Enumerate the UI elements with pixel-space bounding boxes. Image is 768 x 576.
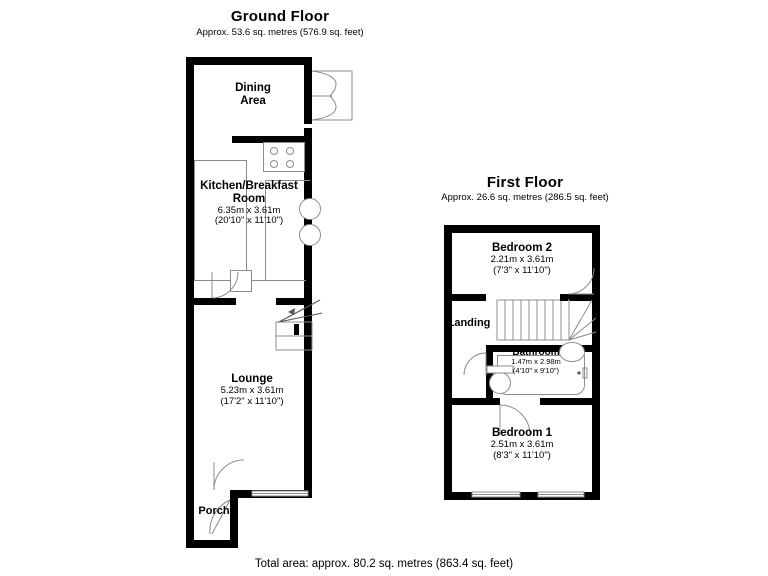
counter-kitchen-run-right (246, 160, 247, 280)
total-area-text: Total area: approx. 80.2 sq. metres (863… (254, 558, 514, 570)
counter-kitchen-right-run (265, 180, 266, 280)
room-label-porch: Porch (190, 505, 238, 517)
dining-area-name-line2: Area (240, 94, 266, 107)
wall-bathroom-left (486, 345, 493, 405)
wall-porch-right (186, 490, 194, 548)
hob-burner-2 (286, 147, 294, 155)
porch-name: Porch (198, 505, 230, 517)
wall-first-top (444, 225, 600, 233)
hob-burner-4 (286, 160, 294, 168)
bathroom-dim-metric: 1.47m x 2.98m (511, 357, 561, 367)
wall-first-right-lower (592, 353, 600, 500)
room-label-bathroom: Bathroom 1.47m x 2.98m (4'10" x 9'10") (495, 347, 577, 375)
wall-bathroom-bedroom1-divider-right (540, 398, 592, 405)
wall-ground-left (186, 57, 194, 548)
room-label-bedroom-2: Bedroom 2 2.21m x 3.61m (7'3" x 11'10") (462, 242, 582, 276)
ground-floor-area: Approx. 53.6 sq. metres (576.9 sq. feet) (196, 27, 364, 38)
counter-kitchen-edge-h (194, 160, 246, 161)
wall-ground-right-upper (304, 57, 312, 122)
hob-burner-3 (270, 160, 278, 168)
room-label-landing: Landing (440, 317, 498, 329)
floor-hatch-tile (230, 270, 252, 292)
wall-porch-side (230, 490, 238, 548)
hob-burner-1 (270, 147, 278, 155)
first-floor-area: Approx. 26.6 sq. metres (286.5 sq. feet) (441, 192, 609, 203)
kitchen-name-line2: Room (232, 192, 266, 205)
wall-bedroom2-landing-divider (452, 294, 486, 301)
wall-first-left (444, 225, 452, 500)
room-label-kitchen-breakfast: Kitchen/Breakfast Room 6.35m x 3.61m (20… (188, 180, 310, 227)
counter-kitchen-right-top (265, 180, 310, 181)
kitchen-dim-imperial: (20'10" x 11'10") (214, 215, 284, 227)
wall-dining-kitchen-divider (232, 136, 310, 143)
sink-bowl-lower (299, 224, 321, 246)
window-lounge-bottom-outer (252, 492, 308, 496)
first-floor-title: First Floor (486, 174, 564, 191)
lounge-dim-imperial: (17'2" x 11'10") (220, 395, 284, 407)
ground-floor-title: Ground Floor (230, 8, 330, 25)
kitchen-name-line1: Kitchen/Breakfast (200, 180, 298, 192)
toilet-fixture (489, 372, 511, 394)
counter-kitchen-top (194, 160, 195, 280)
wall-bathroom-bedroom1-divider (452, 398, 492, 405)
bedroom1-name: Bedroom 1 (491, 427, 553, 439)
wall-first-right-upper (592, 225, 600, 295)
lounge-dim-metric: 5.23m x 3.61m (220, 384, 284, 396)
bedroom2-dim-metric: 2.21m x 3.61m (490, 253, 554, 265)
room-label-bedroom-1: Bedroom 1 2.51m x 3.61m (8'3" x 11'10") (462, 427, 582, 461)
bedroom1-dim-imperial: (8'3" x 11'10") (493, 449, 551, 461)
sink-bowl-upper (299, 198, 321, 220)
bathroom-dim-imperial: (4'10" x 9'10") (512, 365, 560, 375)
wall-kitchen-lounge-divider-right (276, 298, 312, 305)
wall-landing-bathroom-divider (486, 345, 592, 352)
bathroom-name: Bathroom (512, 347, 560, 358)
hob-fixture (263, 142, 305, 172)
bedroom2-name: Bedroom 2 (491, 242, 553, 254)
dining-area-name-line1: Dining (235, 82, 271, 94)
wash-basin-fixture (559, 342, 585, 362)
wall-ground-right-lower (304, 303, 312, 498)
room-label-dining-area: Dining Area (200, 82, 306, 108)
wall-first-right-mid (592, 295, 600, 353)
wall-kitchen-lounge-divider (194, 298, 236, 305)
bedroom1-dim-metric: 2.51m x 3.61m (490, 438, 554, 450)
kitchen-dim-metric: 6.35m x 3.61m (217, 204, 281, 216)
wall-first-bottom (444, 492, 600, 500)
bedroom2-dim-imperial: (7'3" x 11'10") (493, 264, 551, 276)
lounge-name: Lounge (231, 373, 273, 385)
wall-porch-bottom (186, 540, 238, 548)
wall-bedroom2-landing-divider-right (560, 294, 592, 301)
landing-name: Landing (447, 317, 491, 329)
wall-ground-top (186, 57, 312, 65)
room-label-lounge: Lounge 5.23m x 3.61m (17'2" x 11'10") (196, 373, 308, 407)
